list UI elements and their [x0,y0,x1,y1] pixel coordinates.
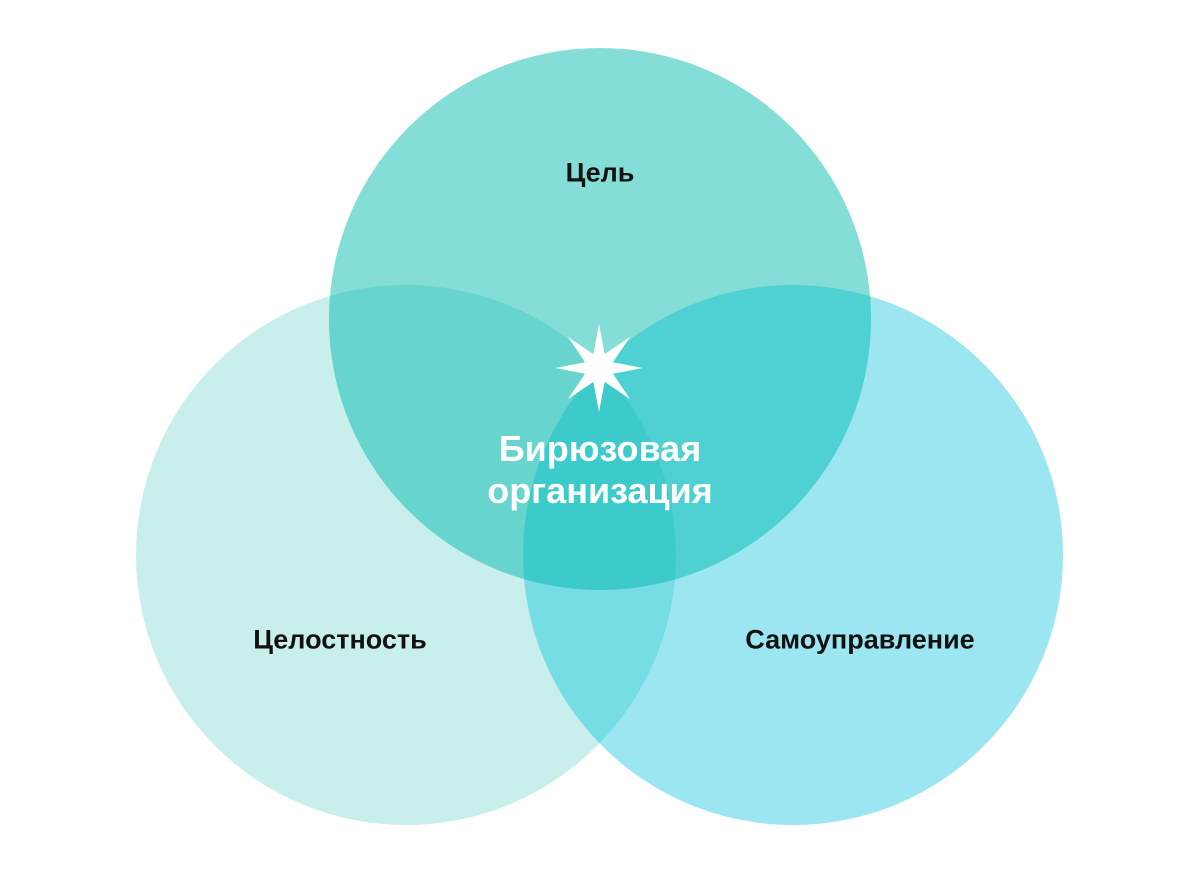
label-self-management: Самоуправление [745,624,975,655]
label-wholeness: Целостность [253,624,427,655]
center-label: Бирюзовая организация [487,428,713,512]
center-label-line1: Бирюзовая [498,428,702,469]
label-goal: Цель [565,157,635,188]
star-icon [555,324,643,412]
center-label-line2: организация [487,470,713,511]
